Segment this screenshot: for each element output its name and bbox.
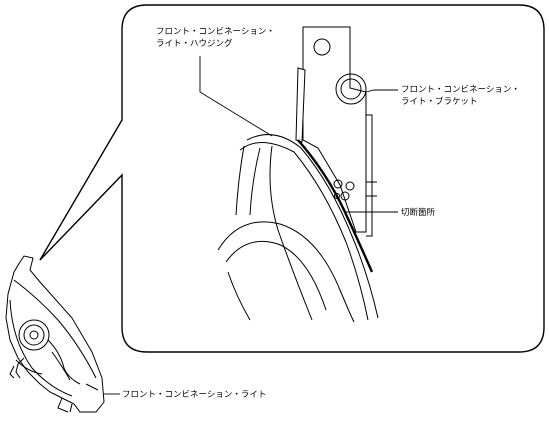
label-bracket-line2: ライト・ブラケット <box>401 96 478 107</box>
bracket-bolt-hole-main <box>335 73 367 105</box>
label-headlight: フロント・コンビネーション・ライト <box>122 390 266 400</box>
leader-housing <box>199 56 273 137</box>
label-bracket-line1: フロント・コンビネーション・ <box>401 85 520 95</box>
label-cut-point: 切断箇所 <box>401 207 436 218</box>
detail-housing <box>217 134 379 323</box>
label-housing-line2: ライト・ハウジング <box>156 38 233 49</box>
headlight-assembly <box>5 255 105 413</box>
bracket-small-hole <box>333 179 343 189</box>
detail-callout <box>39 4 545 353</box>
leader-lines <box>104 56 398 395</box>
bracket-bolt-hole-upper <box>313 38 331 56</box>
leader-bracket <box>365 89 398 93</box>
detail-frame <box>39 4 545 353</box>
label-housing-line1: フロント・コンビネーション・ <box>156 27 275 37</box>
headlight-lens <box>18 319 50 351</box>
detail-bracket <box>295 26 377 237</box>
cut-line <box>297 139 374 273</box>
